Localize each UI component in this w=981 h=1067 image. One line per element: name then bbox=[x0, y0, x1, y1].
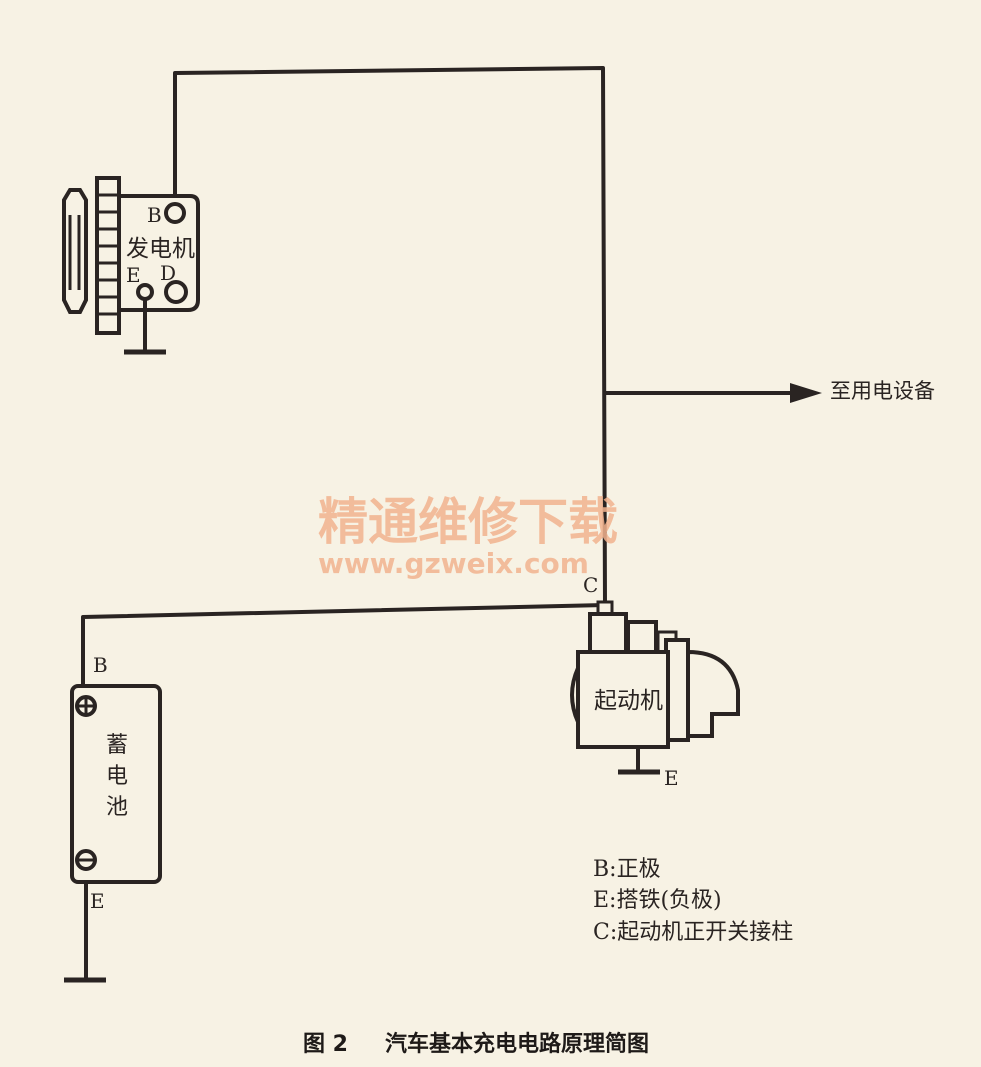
starter-motor: C 起动机 E bbox=[570, 573, 740, 790]
alternator-terminal-b-label: B bbox=[147, 203, 162, 227]
starter-body bbox=[576, 650, 670, 749]
figure-caption: 汽车基本充电电路原理简图 bbox=[385, 1031, 649, 1057]
legend-item: E:搭铁(负极) bbox=[593, 888, 722, 913]
legend-item: C:起动机正开关接柱 bbox=[593, 920, 793, 945]
alternator-name-label: 发电机 bbox=[126, 236, 195, 262]
starter-ground-label: E bbox=[664, 766, 679, 790]
wire-battery-to-starter bbox=[81, 603, 607, 690]
starter-terminal-c-label: C bbox=[583, 573, 598, 597]
alternator: B 发电机 E D bbox=[62, 176, 200, 355]
battery-name-char-2: 电 bbox=[106, 764, 128, 789]
load-label: 至用电设备 bbox=[830, 379, 935, 403]
alternator-terminal-d-label: D bbox=[160, 261, 176, 285]
alternator-terminal-e-icon bbox=[136, 283, 154, 301]
alternator-terminal-d-icon bbox=[164, 280, 188, 304]
legend-item: B:正极 bbox=[593, 857, 661, 882]
battery-name-char-1: 蓄 bbox=[106, 733, 128, 758]
battery-name-char-3: 池 bbox=[106, 795, 128, 820]
starter-nose-icon bbox=[686, 649, 740, 738]
wires bbox=[81, 66, 802, 690]
battery-body bbox=[70, 684, 162, 884]
alternator-terminal-b-icon bbox=[164, 202, 186, 224]
battery-terminal-e-label: E bbox=[90, 889, 105, 913]
battery-terminal-b-label: B bbox=[93, 653, 108, 677]
figure-number: 图 2 bbox=[303, 1032, 348, 1057]
starter-name-label: 起动机 bbox=[594, 688, 663, 714]
watermark-title: 精通维修下载 bbox=[318, 493, 618, 551]
alternator-pulley-icon bbox=[62, 188, 88, 314]
watermark-url: www.gzweix.com bbox=[318, 547, 589, 580]
legend: B:正极 E:搭铁(负极) C:起动机正开关接柱 bbox=[593, 857, 793, 945]
alternator-fan-icon bbox=[95, 176, 121, 335]
arrow-to-load-icon bbox=[790, 383, 822, 403]
wire-alternator-to-starter bbox=[173, 66, 607, 607]
battery: B 蓄 电 池 E bbox=[64, 653, 162, 983]
alternator-terminal-e-label: E bbox=[126, 263, 141, 287]
